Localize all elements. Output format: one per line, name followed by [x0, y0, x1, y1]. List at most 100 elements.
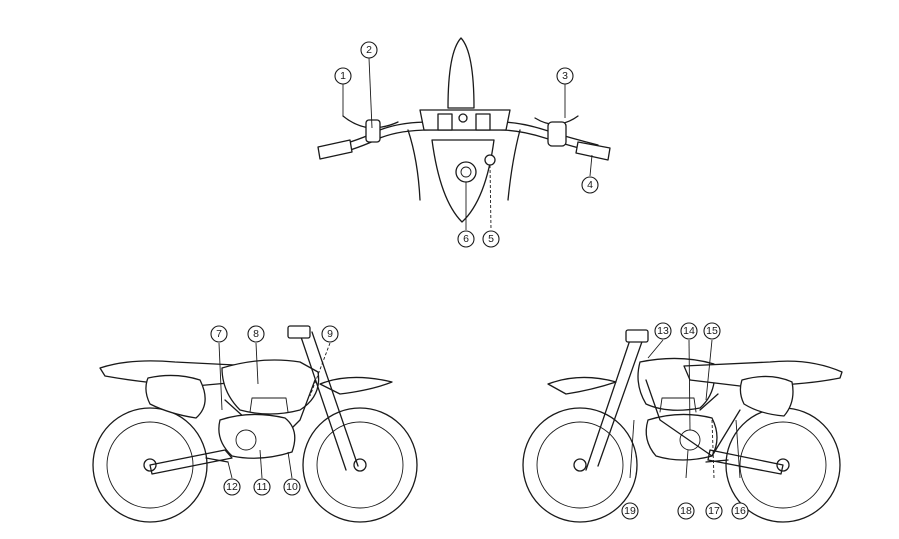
callout-label-6: 6: [463, 233, 469, 245]
callout-label-7: 7: [216, 328, 222, 340]
rear-rim-right: [739, 421, 827, 509]
leader-10: [287, 451, 293, 479]
side-cover-right: [739, 375, 794, 417]
choke-knob: [484, 154, 496, 166]
callout-label-15: 15: [706, 325, 718, 337]
frame-right: [645, 379, 741, 457]
handlebar-clamp-right: [475, 113, 491, 131]
callout-15: 15: [703, 322, 721, 340]
swingarm-left: [149, 449, 233, 475]
callout-label-9: 9: [327, 328, 333, 340]
left-fork-tube: [407, 129, 421, 201]
callout-3: 3: [556, 67, 574, 85]
steering-nut: [458, 113, 468, 123]
callout-label-14: 14: [683, 325, 695, 337]
callout-4: 4: [581, 176, 599, 194]
callout-label-5: 5: [488, 233, 494, 245]
swingarm-right: [707, 449, 784, 475]
callout-label-10: 10: [286, 481, 298, 493]
handlebar-right-view: [625, 329, 649, 343]
fork-right-a: [585, 333, 633, 471]
callout-10: 10: [283, 478, 301, 496]
leader-12: [227, 461, 233, 479]
front-rim-left: [316, 421, 404, 509]
callout-label-12: 12: [226, 481, 238, 493]
handlebar-left-view: [287, 325, 311, 339]
front-wheel-left: [302, 407, 418, 523]
shift-pedal: [205, 457, 229, 463]
handlebar-clamp-left: [437, 113, 453, 131]
callout-label-16: 16: [734, 505, 746, 517]
clutch-lever-holder: [365, 119, 381, 143]
leader-18: [685, 449, 689, 479]
leader-5: [489, 164, 492, 231]
callout-5: 5: [482, 230, 500, 248]
left-side-view: [92, 325, 418, 523]
right-fork-tube: [507, 129, 521, 201]
front-wheel-right: [522, 407, 638, 523]
front-hub-right: [573, 458, 587, 472]
fuel-tank-left: [221, 359, 320, 415]
throttle-grip: [575, 141, 611, 161]
leader-7: [218, 342, 223, 411]
callout-label-19: 19: [624, 505, 636, 517]
fork-right-b: [597, 335, 645, 467]
kick-starter: [699, 393, 719, 411]
callout-label-13: 13: [657, 325, 669, 337]
side-cover-left: [145, 374, 206, 419]
leader-11: [259, 449, 263, 479]
callout-label-8: 8: [253, 328, 259, 340]
engine-left: [218, 413, 296, 459]
leader-2: [368, 57, 373, 129]
fuel-tank-cap: [455, 161, 477, 183]
leader-19: [629, 419, 635, 479]
cylinder-fins-left: [249, 397, 289, 413]
callout-label-1: 1: [340, 70, 346, 82]
left-grip: [317, 139, 353, 160]
rear-wheel-left: [92, 407, 208, 523]
callout-17: 17: [705, 502, 723, 520]
leader-4: [589, 154, 593, 177]
leader-13: [647, 339, 664, 359]
callout-label-18: 18: [680, 505, 692, 517]
callout-16: 16: [731, 502, 749, 520]
leader-15: [705, 339, 713, 401]
leader-14: [688, 339, 691, 431]
engine-cover-left: [235, 429, 257, 451]
callout-8: 8: [247, 325, 265, 343]
fork-left-a: [299, 333, 347, 471]
right-side-view: [522, 329, 843, 523]
front-rim-right: [536, 421, 624, 509]
callout-12: 12: [223, 478, 241, 496]
callout-18: 18: [677, 502, 695, 520]
callout-9: 9: [321, 325, 339, 343]
callout-13: 13: [654, 322, 672, 340]
leader-8: [255, 342, 259, 385]
callout-14: 14: [680, 322, 698, 340]
rear-rim-left: [106, 421, 194, 509]
leader-9: [309, 342, 331, 397]
rear-brake-pedal: [705, 459, 729, 463]
callout-1: 1: [334, 67, 352, 85]
cylinder-fins-right: [659, 397, 697, 413]
callout-label-2: 2: [366, 44, 372, 56]
fork-left-b: [311, 331, 359, 467]
fuel-tank-cap-inner: [460, 166, 472, 178]
callout-11: 11: [253, 478, 271, 496]
engine-right: [645, 413, 718, 461]
leader-16: [735, 419, 741, 479]
front-brake-master-cylinder: [547, 121, 567, 147]
callout-19: 19: [621, 502, 639, 520]
front-fender-right: [547, 376, 617, 395]
front-fender-left: [319, 376, 393, 395]
handlebar-view: [317, 37, 611, 231]
callout-label-3: 3: [562, 70, 568, 82]
callout-label-17: 17: [708, 505, 720, 517]
callout-2: 2: [360, 41, 378, 59]
callout-label-11: 11: [257, 481, 268, 493]
callout-7: 7: [210, 325, 228, 343]
callout-6: 6: [457, 230, 475, 248]
callout-label-4: 4: [587, 179, 593, 191]
